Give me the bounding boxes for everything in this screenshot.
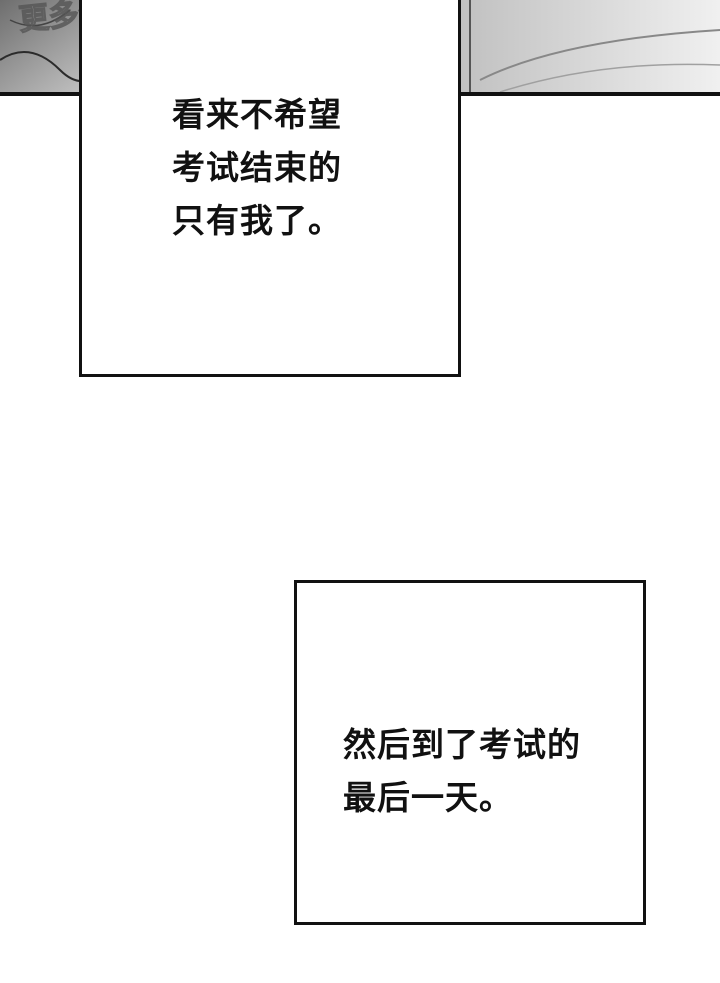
- caption-text-2: 然后到了考试的 最后一天。: [343, 725, 581, 817]
- caption-box-2: 然后到了考试的 最后一天。: [294, 580, 646, 925]
- caption-text-1: 看来不希望 考试结束的 只有我了。: [172, 95, 342, 240]
- caption-box-1: 看来不希望 考试结束的 只有我了。: [79, 0, 461, 377]
